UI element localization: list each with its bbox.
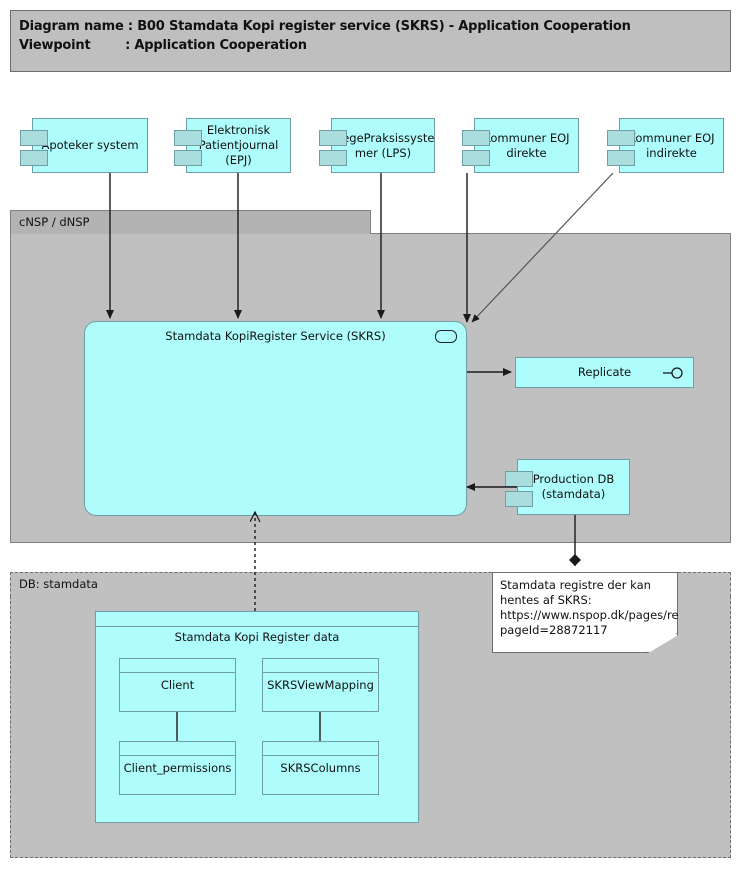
component-production-db[interactable]: Production DB (stamdata) (505, 459, 630, 515)
component-elektronisk-patientjournal[interactable]: Elektronisk Patientjournal (EPJ) (174, 118, 291, 173)
data-object-label: Client_permissions (123, 761, 232, 775)
component-tab-icon (505, 471, 533, 487)
service-interface-icon (435, 330, 457, 343)
note-stamdata-registre: Stamdata registre der kan hentes af SKRS… (492, 572, 678, 653)
component-kommuner-eoj-indirekte[interactable]: Kommuner EOJ indirekte (607, 118, 724, 173)
component-tab-icon (174, 130, 202, 146)
component-tab-icon (462, 130, 490, 146)
component-tab-icon (607, 130, 635, 146)
note-text: Stamdata registre der kan hentes af SKRS… (500, 578, 739, 637)
data-object-label: Client (160, 678, 195, 692)
component-tab-icon (20, 130, 48, 146)
replicate-label: Replicate (577, 365, 632, 379)
component-label: Kommuner EOJ indirekte (628, 130, 715, 160)
component-label: Elektronisk Patientjournal (EPJ) (198, 123, 279, 167)
data-object-header-bar (263, 742, 378, 756)
data-object-label: SKRSColumns (280, 761, 361, 775)
skrs-label: Stamdata KopiRegister Service (SKRS) (165, 329, 386, 343)
group-cnsp-dnsp-label: cNSP / dNSP (19, 215, 90, 229)
component-tab-icon (505, 491, 533, 507)
data-object-header-bar (120, 659, 235, 673)
application-service-replicate[interactable]: Replicate (515, 357, 694, 388)
component-tab-icon (319, 130, 347, 146)
component-tab-icon (20, 150, 48, 166)
data-container-label: Stamdata Kopi Register data (174, 630, 340, 644)
container-header-bar (96, 612, 418, 627)
viewpoint-line: Viewpoint : Application Cooperation (19, 38, 307, 53)
provided-interface-lollipop-icon (663, 366, 685, 380)
component-label: LægePraksissyste mer (LPS) (331, 130, 435, 160)
component-apoteker-system[interactable]: Apoteker system (20, 118, 148, 173)
component-tab-icon (462, 150, 490, 166)
data-object-skrsviewmapping[interactable]: SKRSViewMapping (262, 658, 379, 712)
application-service-skrs[interactable]: Stamdata KopiRegister Service (SKRS) (84, 321, 467, 516)
diagram-title-block: Diagram name : B00 Stamdata Kopi registe… (10, 10, 731, 72)
data-object-client[interactable]: Client (119, 658, 236, 712)
component-tab-icon (319, 150, 347, 166)
component-tab-icon (607, 150, 635, 166)
component-laegepraksissystemer-lps[interactable]: LægePraksissyste mer (LPS) (319, 118, 435, 173)
component-label: Kommuner EOJ direkte (483, 130, 570, 160)
component-label: Apoteker system (41, 138, 139, 152)
data-object-label: SKRSViewMapping (267, 678, 374, 692)
data-object-header-bar (263, 659, 378, 673)
group-db-stamdata-label: DB: stamdata (19, 577, 98, 591)
diagram-name-line: Diagram name : B00 Stamdata Kopi registe… (19, 19, 631, 34)
data-object-client-permissions[interactable]: Client_permissions (119, 741, 236, 795)
component-label: Production DB (stamdata) (532, 472, 615, 501)
group-cnsp-dnsp-label-tab: cNSP / dNSP (10, 210, 371, 234)
data-object-skrscolumns[interactable]: SKRSColumns (262, 741, 379, 795)
data-object-header-bar (120, 742, 235, 756)
component-tab-icon (174, 150, 202, 166)
component-kommuner-eoj-direkte[interactable]: Kommuner EOJ direkte (462, 118, 579, 173)
